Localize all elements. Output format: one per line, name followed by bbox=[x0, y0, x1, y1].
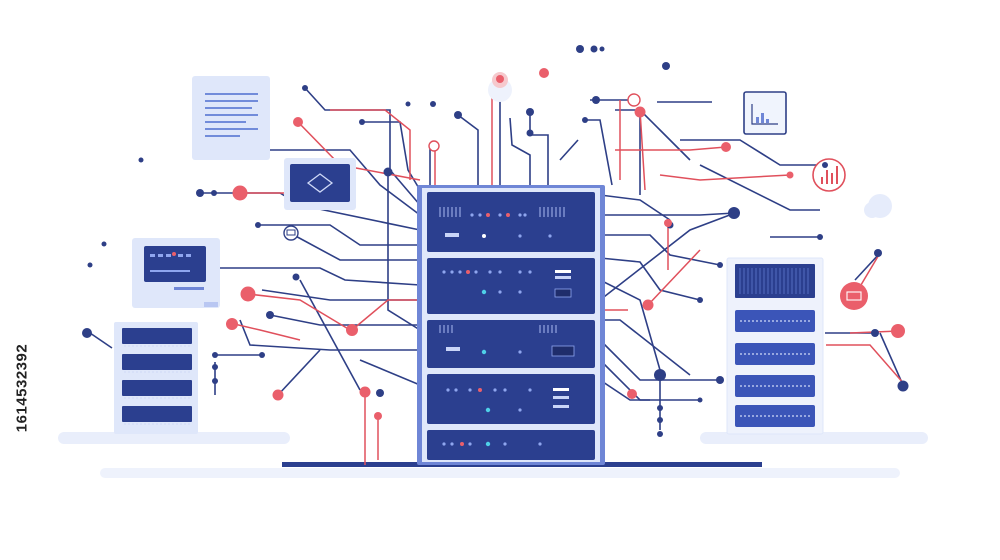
mail-node bbox=[428, 93, 641, 152]
bar-chart-circle-icon bbox=[812, 158, 846, 192]
monitor-diamond bbox=[284, 158, 356, 210]
main-server-rack bbox=[417, 185, 605, 465]
monitor-left bbox=[132, 238, 220, 308]
stock-image-id-text: 1614532392 bbox=[13, 343, 31, 433]
message-node bbox=[840, 282, 868, 310]
stock-image-id: 1614532392 bbox=[12, 318, 32, 458]
nodes-red bbox=[226, 68, 905, 420]
circuit-traces-blue bbox=[89, 80, 904, 430]
left-server-stack bbox=[114, 322, 198, 434]
screen-node bbox=[283, 225, 299, 241]
document-card bbox=[192, 76, 270, 160]
right-server-stack bbox=[726, 257, 824, 435]
chart-card bbox=[743, 91, 787, 135]
cloud-blob bbox=[864, 194, 892, 218]
location-pin-node bbox=[492, 72, 508, 88]
